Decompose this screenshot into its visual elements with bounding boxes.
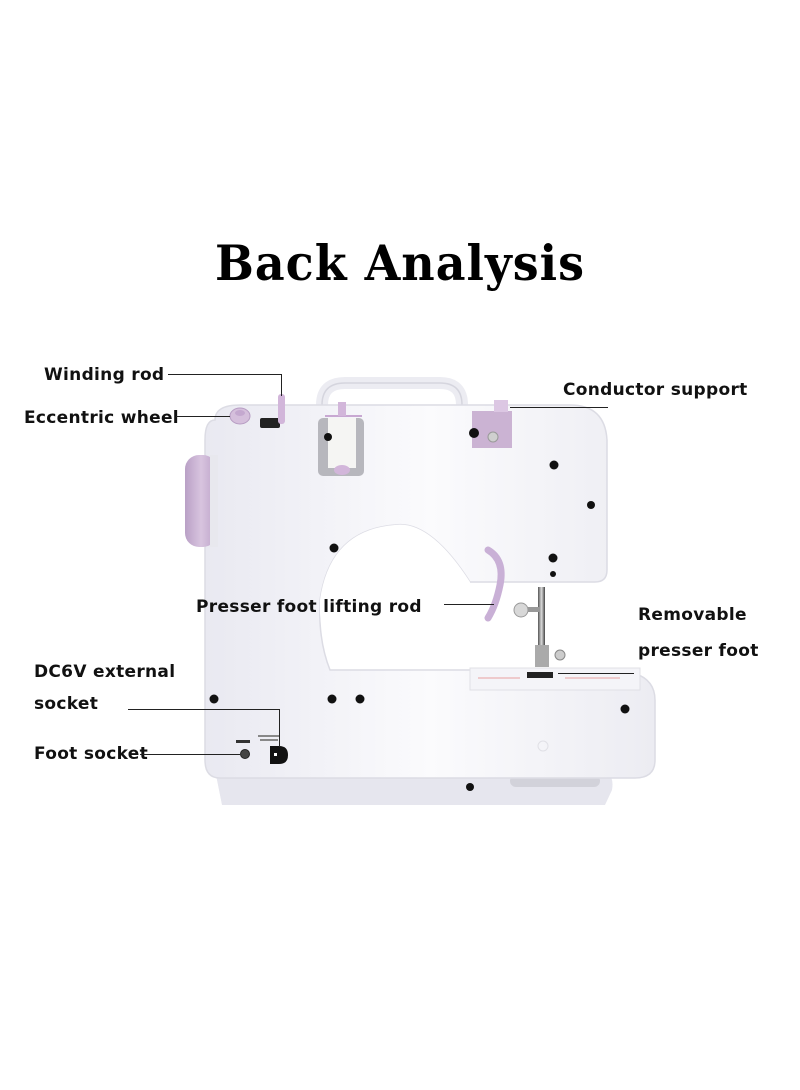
thread-spool <box>328 418 356 468</box>
conductor-support-block <box>472 411 512 448</box>
leader-line-dc6v-socket-vertical <box>279 709 280 747</box>
leader-line-winding-rod-vertical <box>281 374 282 396</box>
label-conductor-support: Conductor support <box>563 380 748 400</box>
label-presser-foot-lifting-rod: Presser foot lifting rod <box>196 597 422 617</box>
page-title: Back Analysis <box>215 234 585 292</box>
handwheel <box>185 455 217 547</box>
label-dc6v-socket-line1: DC6V external <box>34 662 176 682</box>
presser-foot <box>527 672 553 678</box>
label-dc6v-socket-line2: socket <box>34 694 99 714</box>
label-removable-presser-foot-line2: presser foot <box>638 641 759 661</box>
needle-plate <box>469 667 641 691</box>
leader-line-foot-socket <box>140 754 240 755</box>
label-eccentric-wheel: Eccentric wheel <box>24 408 179 428</box>
label-winding-rod: Winding rod <box>44 365 165 385</box>
leader-line-removable-presser-foot <box>558 673 634 674</box>
leader-line-presser-foot-lifting-rod <box>444 604 494 605</box>
leader-line-winding-rod <box>168 374 282 375</box>
leader-line-conductor-support <box>510 407 608 408</box>
leader-line-dc6v-socket <box>128 709 280 710</box>
dc6v-socket <box>270 746 288 764</box>
label-foot-socket: Foot socket <box>34 744 149 764</box>
leader-line-eccentric-wheel <box>176 416 230 417</box>
presser-foot-lifting-rod <box>484 546 505 622</box>
foot-socket <box>240 749 250 759</box>
screw-holes <box>209 460 630 791</box>
winding-rod <box>278 394 285 424</box>
thumb-screw <box>513 602 529 618</box>
label-removable-presser-foot-line1: Removable <box>638 605 747 625</box>
